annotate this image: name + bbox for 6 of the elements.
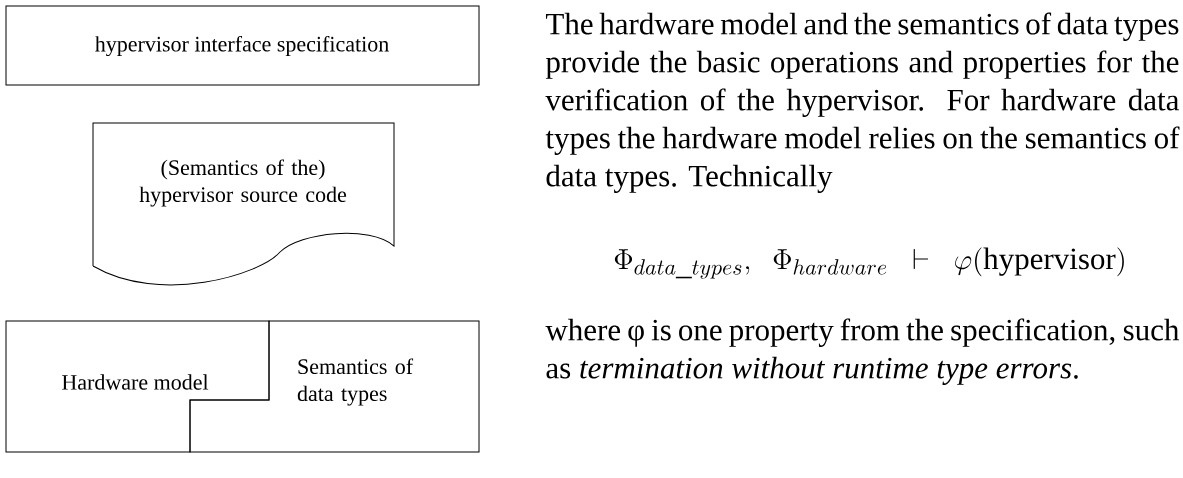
paragraph: where φ is one property from the specification, such as termination without runtime type errors. <box>545 318 1180 385</box>
document-shape: (Semantics of the) hypervisor source code <box>92 122 395 286</box>
box: hypervisor interface specification <box>5 5 480 86</box>
paragraph: The hardware model and the semantics of data types provide the basic operations and properties for the verification of the hypervisor. For hardware data types the hardware model relies on the semantics of data types. Technically <box>545 12 1180 193</box>
formula: $\Phi_{data\_types},\;\; \Phi_{hardware} \;\;\vdash\;\; \varphi(\mathrm{hypervisor})$ <box>614 247 1124 279</box>
region: Hardware model <box>5 320 270 453</box>
